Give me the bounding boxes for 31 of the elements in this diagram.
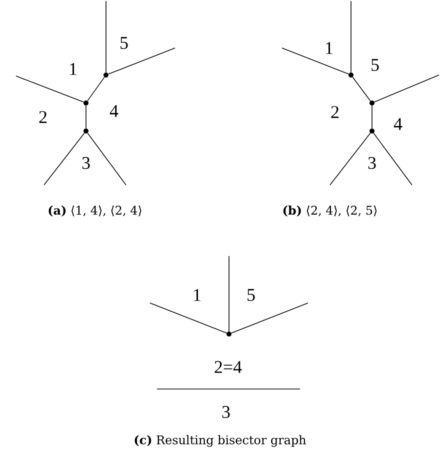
region-label: 1 (326, 42, 332, 54)
region-label: 1 (194, 289, 200, 301)
region-label: 5 (248, 289, 255, 301)
bisector-edge (87, 132, 126, 186)
bisector-edge (16, 76, 84, 102)
bisector-edge (374, 74, 440, 102)
region-label: 2 (39, 111, 46, 123)
bisector-edge (352, 76, 371, 102)
region-label: 2 (331, 106, 338, 118)
region-label: 3 (82, 156, 90, 170)
subfigure-caption: (a) ⟨1, 4⟩, ⟨2, 4⟩ (48, 206, 142, 216)
region-label: 4 (394, 118, 402, 130)
subfigure-caption: (c) Resulting bisector graph (134, 435, 306, 447)
region-label: 2=4 (214, 361, 242, 373)
bisector-edge (44, 132, 85, 186)
bisector-edge (150, 302, 227, 334)
region-label: 1 (70, 63, 76, 75)
bisector-edge (228, 256, 230, 332)
region-label: 5 (372, 59, 379, 71)
bisector-edge (231, 302, 308, 334)
bisector-edge (87, 76, 105, 102)
region-label: 4 (110, 105, 118, 117)
bisector-edge (282, 48, 349, 74)
region-label: 3 (222, 406, 230, 418)
region-label: 5 (120, 37, 128, 49)
bisector-edge (108, 48, 176, 74)
bisector-edge (350, 0, 352, 73)
bisector-edge (330, 132, 371, 186)
bisector-edge (373, 132, 412, 186)
subfigure-caption: (b) ⟨2, 4⟩, ⟨2, 5⟩ (283, 206, 377, 216)
region-label: 3 (368, 156, 376, 170)
